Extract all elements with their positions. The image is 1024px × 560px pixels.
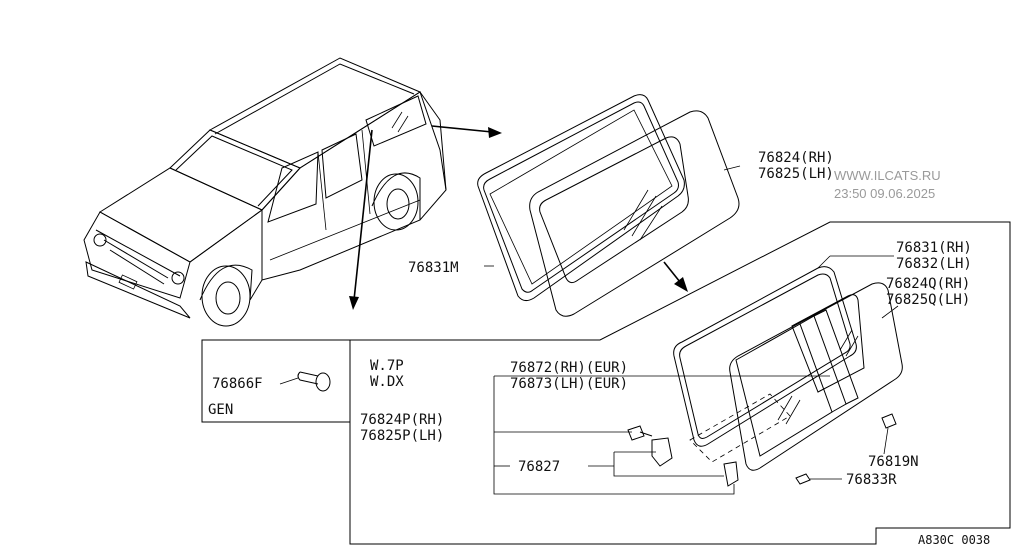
label-76824p: 76824P(RH) <box>360 412 444 428</box>
label-76872: 76872(RH)(EUR) <box>510 360 628 376</box>
region-frame <box>349 221 1011 545</box>
lower-glass-assembly <box>627 266 903 487</box>
watermark-datetime: 23:50 09.06.2025 <box>834 186 935 201</box>
label-76825: 76825(LH) <box>758 166 834 182</box>
vehicle-drawing <box>83 57 447 327</box>
fastener-76866f <box>279 371 331 392</box>
diagram-code: A830C 0038 <box>918 533 990 547</box>
label-76825p: 76825P(LH) <box>360 428 444 444</box>
note-w7p: W.7P <box>370 358 404 374</box>
watermark: WWW.ILCATS.RU 23:50 09.06.2025 <box>834 168 941 201</box>
label-76831: 76831(RH) <box>896 240 972 256</box>
label-76866f: 76866F <box>212 376 263 392</box>
gen-box <box>201 339 351 423</box>
label-76873: 76873(LH)(EUR) <box>510 376 628 392</box>
label-76824: 76824(RH) <box>758 150 834 166</box>
part-labels: 76824(RH) 76825(LH) 76831M 76831(RH) 768… <box>208 150 990 547</box>
note-gen: GEN <box>208 402 233 418</box>
label-76824q: 76824Q(RH) <box>886 276 970 292</box>
note-wdx: W.DX <box>370 374 404 390</box>
label-76827: 76827 <box>518 459 560 475</box>
label-76825q: 76825Q(LH) <box>886 292 970 308</box>
label-76833r: 76833R <box>846 472 897 488</box>
vehicle-arrows <box>349 125 502 310</box>
label-76832: 76832(LH) <box>896 256 972 272</box>
label-76831m: 76831M <box>408 260 459 276</box>
upper-glass-assembly <box>477 94 740 317</box>
label-76819n: 76819N <box>868 454 919 470</box>
watermark-site: WWW.ILCATS.RU <box>834 168 941 183</box>
leader-lines <box>493 255 899 495</box>
